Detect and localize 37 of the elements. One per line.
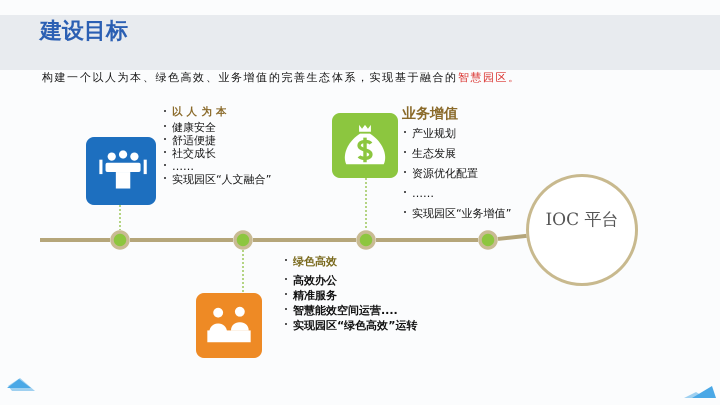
list-heading: 以 人 为 本 [172,106,227,118]
list-item: 智慧能效空间运营.... [293,304,398,317]
list-item: 实现园区“绿色高效”运转 [293,319,418,332]
platform-label: IOC 平台 [544,209,620,231]
timeline-segment [40,238,110,242]
list-item: 资源优化配置 [412,167,478,180]
timeline-segment [253,238,356,242]
timeline-dot [478,230,498,250]
list-item: 健康安全 [172,121,216,134]
dotted-connector [365,178,367,230]
money-bag-icon-tile [332,113,398,178]
list-item: 精准服务 [293,289,337,302]
timeline-segment [376,238,478,242]
list-heading: 业务增值 [402,105,458,123]
list-item: 生态发展 [412,147,456,160]
list-item: 社交成长 [172,147,216,160]
timeline-segment [498,234,527,241]
list-item: 实现园区“人文融合” [172,173,272,186]
timeline-dot [356,230,376,250]
timeline-dot [110,230,130,250]
platform-circle [526,174,638,286]
timeline-dot [233,230,253,250]
list-item: …… [412,187,434,200]
list-item: 高效办公 [293,274,337,287]
list-item: …… [172,160,194,173]
list-item: 实现园区“业务增值” [412,207,512,220]
title: 建设目标 [40,18,128,46]
subtitle-text: 智慧园区。 [458,71,521,84]
dotted-connector [242,250,244,293]
list-item: 舒适便捷 [172,134,216,147]
list-heading: 绿色高效 [293,255,337,268]
list-item: 产业规划 [412,127,456,140]
subtitle-text: 构建一个以人为本、绿色高效、业务增值的完善生态体系，实现基于融合的 [42,71,458,84]
dotted-connector [119,205,121,230]
people-icon-tile [86,137,156,205]
meeting-icon-tile [196,293,262,358]
timeline-segment [130,238,233,242]
